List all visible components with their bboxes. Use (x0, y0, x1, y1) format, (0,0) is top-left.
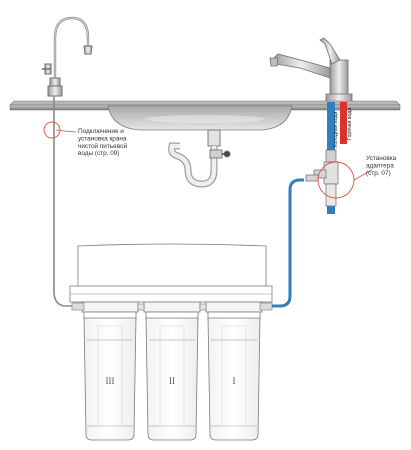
adapter-callout-line-3: (стр. 07) (366, 170, 391, 177)
filter-stage-label: III (106, 376, 115, 386)
cold-water-pipe (327, 102, 335, 150)
filter-stage-label: II (169, 376, 175, 386)
adapter-callout-text: Установка адаптера (стр. 07) (366, 155, 398, 177)
filter-housing-3: I (205, 301, 263, 441)
adapter-assembly (305, 149, 339, 214)
water-supply-pipes: Холодная вода Горячая вода (327, 102, 353, 150)
filter-bracket (69, 243, 273, 303)
housing-connector (137, 303, 145, 311)
inlet-fitting (259, 302, 273, 311)
sink-bowl (107, 105, 293, 131)
faucet-callout-text: Подключение и установка крана чистой пит… (78, 128, 129, 157)
adapter-callout-line-2: адаптера (366, 162, 394, 169)
supply-hose (268, 178, 304, 308)
hot-water-pipe (340, 102, 347, 144)
faucet-callout: Подключение и установка крана чистой пит… (43, 121, 129, 157)
outlet-fitting (71, 302, 85, 311)
adapter-callout: Установка адаптера (стр. 07) (317, 155, 398, 199)
drinking-water-faucet (42, 16, 93, 97)
housing-connector (199, 303, 207, 311)
faucet-callout-line-1: Подключение и (78, 128, 124, 135)
filter-housing-1: III (81, 301, 139, 441)
hot-water-label: Горячая вода (347, 108, 353, 140)
faucet-callout-line-3: чистой питьевой (78, 142, 128, 150)
clean-water-line (53, 96, 72, 307)
filter-housing-2: II (143, 301, 201, 441)
mixer-tap (269, 37, 353, 103)
drain-siphon (168, 129, 231, 188)
faucet-callout-line-4: воды (стр. 09) (78, 150, 119, 157)
adapter-callout-line-1: Установка (366, 155, 397, 162)
filter-stage-label: I (233, 376, 236, 386)
cold-water-label: Холодная вода (333, 111, 339, 148)
faucet-callout-line-2: установка крана (78, 135, 127, 142)
